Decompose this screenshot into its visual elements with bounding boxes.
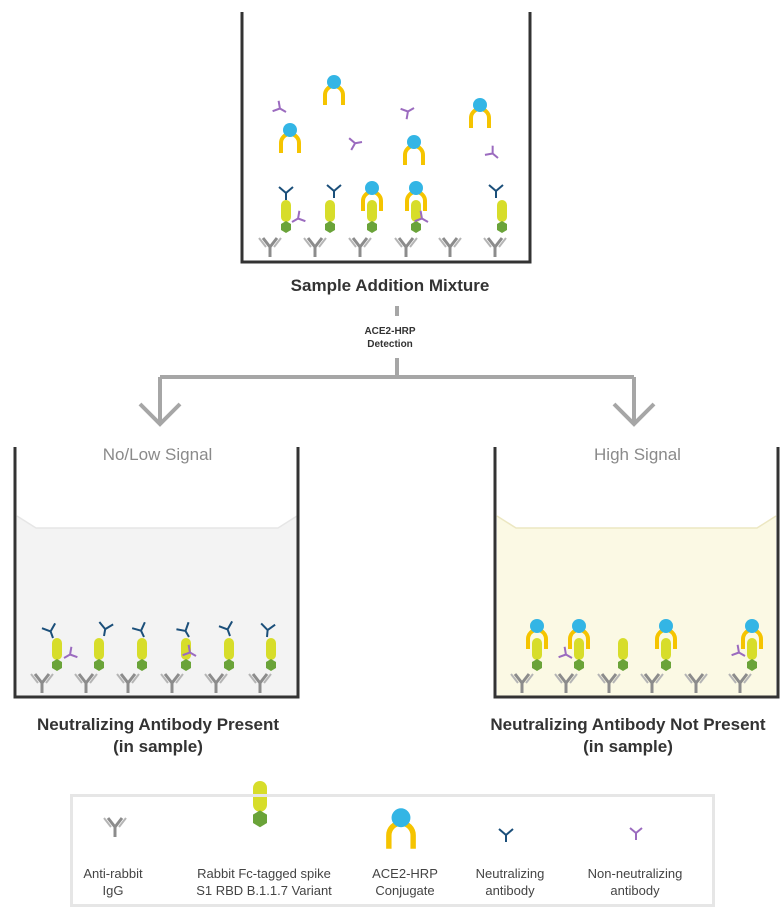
right-signal-label: High Signal	[594, 445, 681, 464]
legend-label-spike: Rabbit Fc-tagged spike S1 RBD B.1.1.7 Va…	[180, 865, 348, 899]
spike-protein-icon	[281, 200, 291, 233]
legend-label-line2: IgG	[102, 883, 124, 898]
spike-protein-icon	[367, 200, 377, 233]
arrow-left-icon	[138, 402, 182, 427]
spike-protein-icon	[266, 638, 276, 671]
ace2-hrp-icon	[279, 121, 301, 155]
ace2-hrp-icon	[323, 73, 345, 107]
legend-label-line1: Rabbit Fc-tagged spike	[197, 866, 331, 881]
legend-label-line1: Anti-rabbit	[83, 866, 143, 881]
detection-line2: Detection	[367, 339, 413, 350]
non-neutralizing-antibody-icon	[348, 135, 365, 151]
detection-label: ACE2-HRP Detection	[330, 325, 450, 351]
right-well	[493, 447, 780, 699]
spike-protein-icon	[747, 638, 757, 671]
detection-line1: ACE2-HRP	[364, 326, 416, 337]
top-well-caption: Sample Addition Mixture	[290, 276, 490, 295]
ace2-hrp-icon	[469, 96, 491, 130]
right-caption-line1: Neutralizing Antibody Not Present	[490, 715, 766, 734]
legend-label-line1: ACE2-HRP	[372, 866, 438, 881]
anti-rabbit-igg-icon	[302, 236, 328, 259]
legend-label-ace2-hrp: ACE2-HRP Conjugate	[355, 865, 455, 899]
legend-label-anti-rabbit-igg: Anti-rabbit IgG	[78, 865, 148, 899]
legend-label-non-neutralizing: Non-neutralizing antibody	[570, 865, 700, 899]
non-neutralizing-antibody-icon	[483, 144, 503, 164]
spike-protein-icon	[94, 638, 104, 671]
legend-label-line1: Non-neutralizing	[587, 866, 683, 881]
neutralizing-antibody-icon	[278, 186, 294, 201]
right-well-caption: Neutralizing Antibody Not Present (in sa…	[475, 714, 781, 758]
arrow-right-icon	[612, 402, 656, 427]
spike-protein-icon	[532, 638, 542, 671]
legend-label-line2: S1 RBD B.1.1.7 Variant	[196, 883, 332, 898]
branch-connector	[158, 306, 636, 422]
ace2-hrp-icon	[386, 808, 416, 849]
non-neutralizing-antibody-icon	[288, 209, 307, 229]
right-caption-line2: (in sample)	[583, 737, 673, 756]
top-well	[240, 12, 532, 264]
legend-label-neutralizing: Neutralizing antibody	[460, 865, 560, 899]
legend-label-line1: Neutralizing	[475, 866, 545, 881]
spike-protein-icon	[325, 200, 335, 233]
legend-label-line2: antibody	[610, 883, 660, 898]
anti-rabbit-igg-icon	[482, 236, 508, 259]
spike-protein-icon	[661, 638, 671, 671]
non-neutralizing-antibody-icon	[271, 99, 290, 119]
neutralizing-antibody-icon	[326, 184, 342, 199]
left-caption-line2: (in sample)	[113, 737, 203, 756]
anti-rabbit-igg-icon	[437, 236, 463, 259]
legend-box	[70, 794, 715, 907]
anti-rabbit-igg-icon	[257, 236, 283, 259]
spike-protein-icon	[137, 638, 147, 671]
spike-protein-icon	[497, 200, 507, 233]
spike-protein-icon	[411, 200, 421, 233]
anti-rabbit-igg-icon	[393, 236, 419, 259]
spike-protein-icon	[224, 638, 234, 671]
left-signal-label: No/Low Signal	[102, 445, 213, 464]
non-neutralizing-antibody-icon	[399, 101, 418, 121]
left-well	[13, 447, 300, 699]
legend-label-line2: Conjugate	[375, 883, 435, 898]
ace2-hrp-icon	[403, 133, 425, 167]
anti-rabbit-igg-icon	[347, 236, 373, 259]
spike-protein-icon	[52, 638, 62, 671]
left-caption-line1: Neutralizing Antibody Present	[36, 715, 280, 734]
left-well-caption: Neutralizing Antibody Present (in sample…	[0, 714, 316, 758]
legend-label-line2: antibody	[485, 883, 535, 898]
neutralizing-antibody-icon	[488, 184, 504, 199]
spike-protein-icon	[574, 638, 584, 671]
spike-protein-icon	[618, 638, 628, 671]
